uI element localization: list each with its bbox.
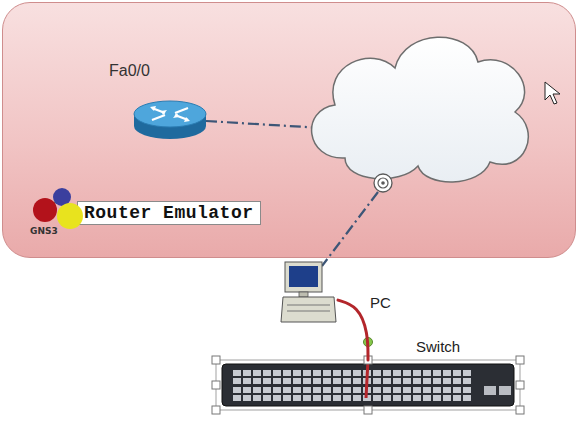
switch-ports bbox=[232, 369, 472, 403]
pc-screen bbox=[289, 266, 318, 287]
switch-body bbox=[222, 364, 514, 406]
pc-monitor bbox=[285, 262, 322, 292]
rotate-handle bbox=[364, 338, 373, 347]
selection-handle bbox=[364, 406, 372, 414]
rotate-handle-line bbox=[368, 346, 369, 360]
logo-text: GNS3 bbox=[30, 226, 58, 236]
node-label: PC bbox=[370, 294, 391, 311]
pc-symbol bbox=[281, 262, 336, 322]
cable-end bbox=[366, 360, 368, 398]
pc-node: PC bbox=[280, 258, 338, 326]
pc-neck bbox=[299, 292, 308, 297]
network-cable bbox=[338, 300, 368, 360]
uplink-port bbox=[484, 386, 496, 395]
node-label: Fa0/0 bbox=[109, 62, 150, 80]
selection-handle bbox=[212, 356, 220, 364]
switch-symbol bbox=[212, 338, 524, 415]
selection-handle bbox=[212, 381, 220, 389]
selection-box bbox=[216, 360, 520, 410]
selection-handle bbox=[516, 406, 524, 414]
selection-handle bbox=[212, 406, 220, 414]
node-label: Router Emulator bbox=[77, 201, 261, 225]
selection-handle bbox=[516, 381, 524, 389]
pc-slot bbox=[287, 305, 330, 306]
selection-handle bbox=[364, 356, 372, 364]
pc-slot bbox=[287, 311, 330, 312]
pc-tower bbox=[281, 297, 336, 322]
selection-handle bbox=[516, 356, 524, 364]
node-label: Switch bbox=[416, 338, 460, 355]
uplink-port bbox=[499, 386, 511, 395]
switch-node: Switch bbox=[216, 360, 520, 410]
router-node: Fa0/0 bbox=[103, 58, 213, 143]
emulator-region: Router Emulator Fa0/0 bbox=[2, 2, 576, 258]
